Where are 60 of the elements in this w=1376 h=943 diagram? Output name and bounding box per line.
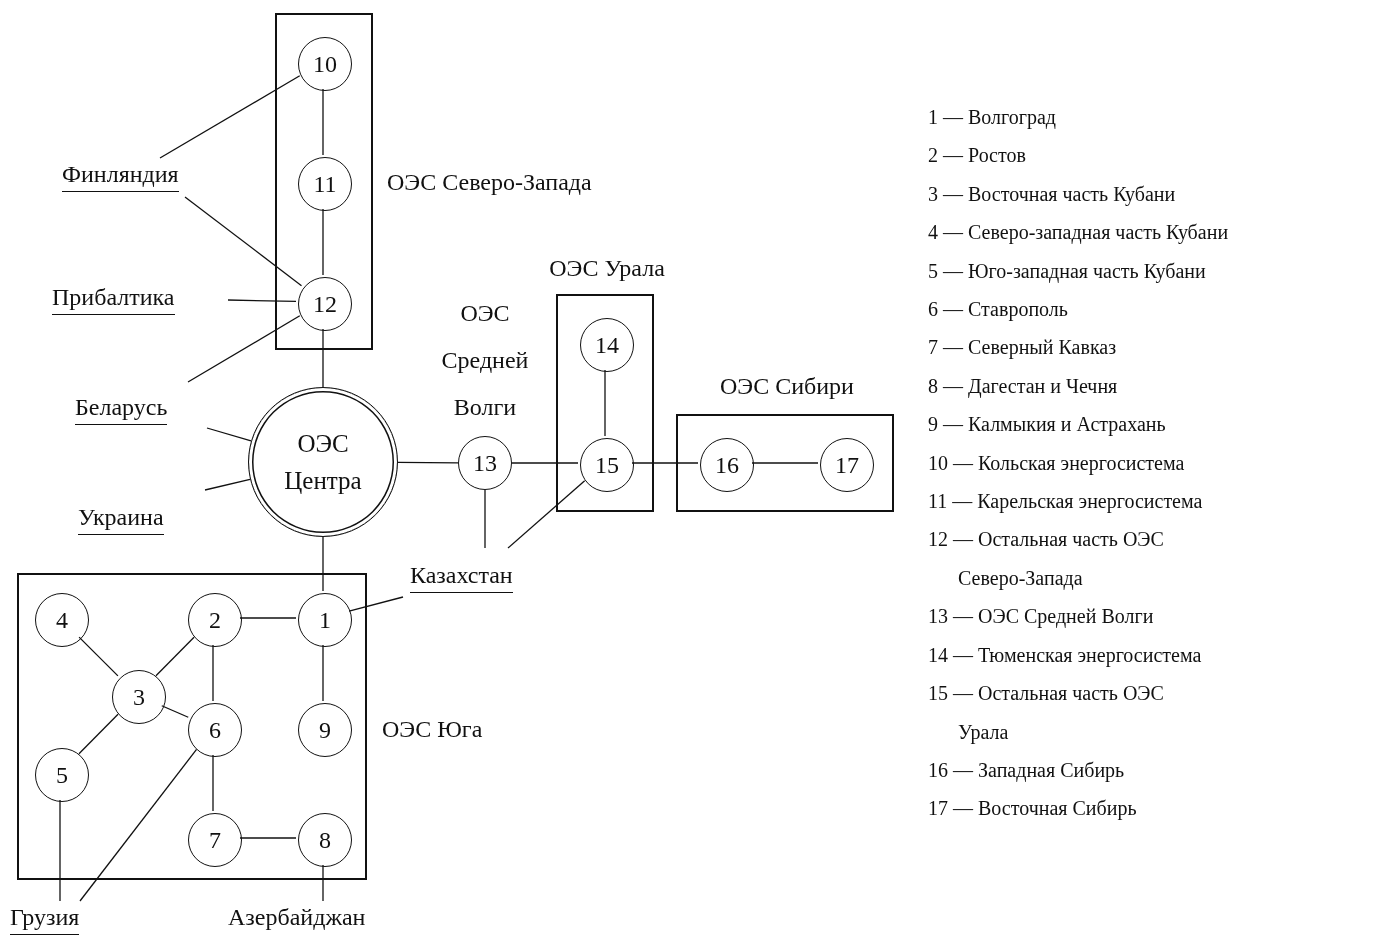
connector-line xyxy=(79,748,198,902)
connector-line xyxy=(78,636,119,677)
connector-line xyxy=(78,713,119,755)
key-entry: 16 — Западная Сибирь xyxy=(928,757,1126,784)
region-heading: ОЭС Северо-Запада xyxy=(387,168,592,197)
connector-line xyxy=(348,596,404,612)
connector-line xyxy=(322,644,324,702)
connector-line xyxy=(751,462,819,464)
country-label: Грузия xyxy=(10,903,80,935)
connector-line xyxy=(212,644,214,702)
connector-line xyxy=(484,489,486,549)
key-entry: 6 — Ставрополь xyxy=(928,297,1069,323)
connector-line xyxy=(322,864,324,902)
connector-line xyxy=(239,617,297,619)
connector-line xyxy=(322,88,324,156)
country-label: Украина xyxy=(78,503,164,535)
system-circle: ОЭС Центра xyxy=(248,387,398,537)
key-entry: 5 — Юго-западная часть Кубани xyxy=(928,258,1207,285)
connector-line xyxy=(187,315,301,383)
key-entry: 15 — Остальная часть ОЭС Урала xyxy=(928,681,1165,746)
region-heading: ОЭС Урала xyxy=(549,254,665,283)
connector-line xyxy=(322,536,324,592)
key-entry: 3 — Восточная часть Кубани xyxy=(928,181,1177,208)
connector-line xyxy=(322,328,324,388)
connector-line xyxy=(511,462,579,464)
key-entry: 1 — Волгоград xyxy=(928,105,1058,131)
key-entry: 8 — Дагестан и Чечня xyxy=(928,373,1119,400)
key-entry: 4 — Северо-западная часть Кубани xyxy=(928,220,1229,246)
connector-line xyxy=(239,837,297,839)
country-label: Прибалтика xyxy=(52,283,175,315)
region-heading: ОЭС Юга xyxy=(382,715,483,744)
connector-line xyxy=(631,462,699,464)
connector-line xyxy=(322,208,324,276)
country-label: Казахстан xyxy=(410,561,513,593)
connector-line xyxy=(204,478,251,491)
connector-line xyxy=(206,427,252,442)
connector-line xyxy=(227,299,297,303)
connector-line xyxy=(155,636,195,677)
key-entry: 9 — Калмыкия и Астрахань xyxy=(928,412,1167,438)
key-entry: 7 — Северный Кавказ xyxy=(928,335,1118,361)
key-entry: 17 — Восточная Сибирь xyxy=(928,796,1138,822)
region-heading: ОЭС Сибири xyxy=(720,372,854,401)
key-entry: 10 — Кольская энергосистема xyxy=(928,450,1186,477)
system-caption: ОЭС Средней Волги xyxy=(440,299,530,422)
connector-line xyxy=(604,369,606,437)
country-label: Азербайджан xyxy=(228,903,366,934)
key-entry: 13 — ОЭС Средней Волги xyxy=(928,604,1155,630)
key-entry: 14 — Тюменская энергосистема xyxy=(928,642,1203,669)
country-label: Финляндия xyxy=(62,160,179,192)
connector-line xyxy=(159,75,301,159)
key-entry: 12 — Остальная часть ОЭС Северо-Запада xyxy=(928,527,1165,592)
connector-line xyxy=(184,196,303,287)
connector-line xyxy=(507,480,586,549)
key-entry: 2 — Ростов xyxy=(928,143,1027,169)
connector-line xyxy=(59,799,61,902)
key-entry: 11 — Карельская энергосистема xyxy=(928,489,1204,515)
connector-line xyxy=(397,461,459,464)
country-label: Беларусь xyxy=(75,393,168,425)
connector-line xyxy=(161,705,189,718)
connector-line xyxy=(212,754,214,812)
